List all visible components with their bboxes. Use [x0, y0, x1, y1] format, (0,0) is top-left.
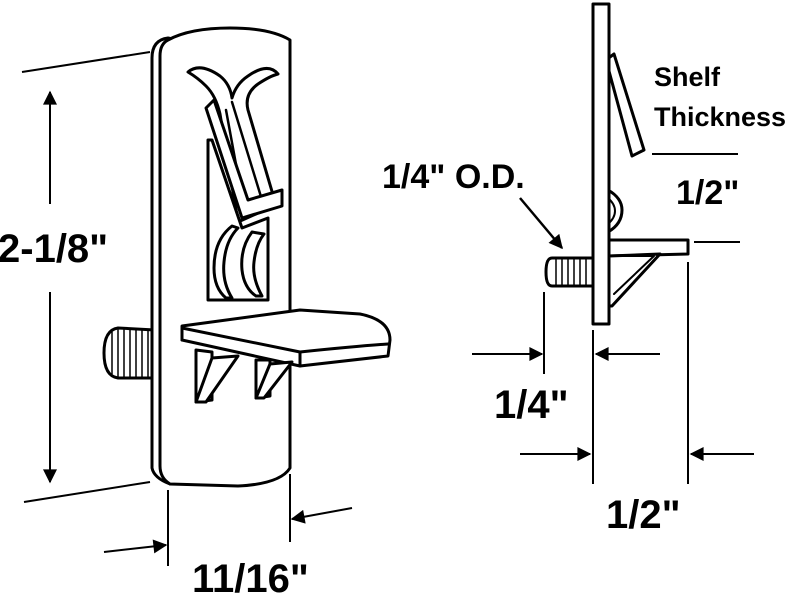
side-shelf-ledge — [607, 238, 690, 258]
shelf-depth-dimension — [520, 262, 754, 484]
front-view — [102, 26, 392, 488]
height-dimension — [21, 51, 151, 503]
shelf-thickness-label-2: Thickness — [654, 102, 786, 132]
front-peg-pin — [102, 326, 157, 380]
width-dimension — [103, 474, 353, 566]
side-spring-tongue — [604, 52, 646, 158]
shelf-thickness-line2: Thickness — [654, 102, 786, 132]
shelf-thickness-line1: Shelf — [654, 62, 721, 92]
front-shelf-ledge — [180, 308, 392, 368]
support-depth-label: 1/2" — [676, 174, 739, 212]
shelf-thickness-label: Shelf — [654, 62, 721, 92]
shelf-depth-label: 1/2" — [606, 493, 681, 537]
height-label: 2-1/8" — [0, 227, 108, 271]
side-view — [544, 2, 690, 326]
width-label: 11/16" — [192, 557, 309, 601]
side-peg-pin — [544, 256, 595, 288]
shelf-thickness-dimension — [652, 153, 740, 243]
pin-length-label: 1/4" — [494, 383, 569, 427]
side-gusset — [607, 252, 662, 308]
pin-od-label: 1/4" O.D. — [382, 158, 525, 196]
pin-length-dimension — [472, 292, 660, 484]
front-spring-tongue — [204, 98, 284, 220]
pin-od-arrow — [519, 197, 563, 250]
side-plate — [591, 2, 611, 326]
